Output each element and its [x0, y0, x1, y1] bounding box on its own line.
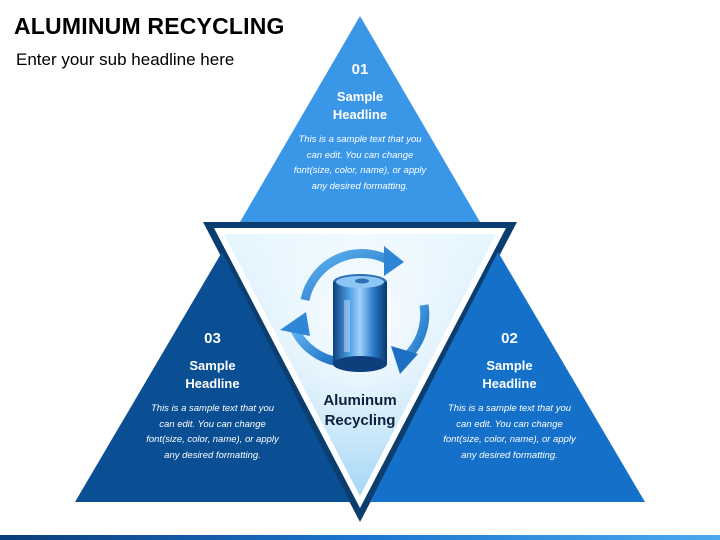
- center-label: Aluminum Recycling: [323, 392, 397, 429]
- block-02: 02 Sample Headline This is a sample text…: [442, 330, 577, 463]
- page-title: ALUMINUM RECYCLING: [14, 13, 285, 39]
- recycling-arrows-icon: [280, 246, 430, 374]
- bottom-accent-bar: [0, 535, 720, 540]
- aluminum-can-icon: [333, 274, 387, 372]
- triangle-01: [240, 16, 480, 222]
- block-number: 02: [501, 330, 518, 347]
- block-body: This is a sample text that you can edit.…: [146, 403, 279, 461]
- page-subtitle: Enter your sub headline here: [16, 50, 235, 69]
- block-number: 03: [204, 330, 221, 347]
- block-number: 01: [351, 61, 369, 78]
- block-headline: Sample Headline: [482, 358, 537, 391]
- block-body: This is a sample text that you can edit.…: [443, 403, 576, 461]
- triangle-02: [370, 252, 645, 502]
- triangle-03: [75, 252, 350, 502]
- block-headline: Sample Headline: [332, 89, 388, 122]
- block-03: 03 Sample Headline This is a sample text…: [145, 330, 280, 463]
- block-body: This is a sample text that you can edit.…: [293, 134, 427, 192]
- block-headline: Sample Headline: [185, 358, 240, 391]
- block-01: 01 Sample Headline This is a sample text…: [290, 61, 430, 194]
